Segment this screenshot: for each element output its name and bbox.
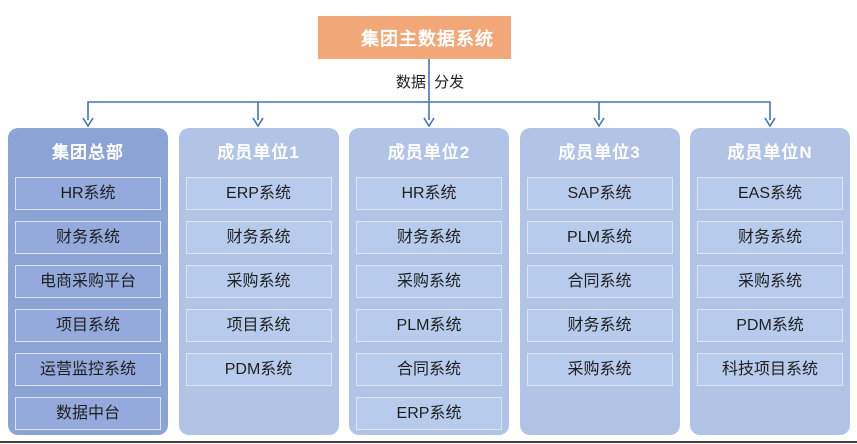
column-header: 集团总部 — [52, 143, 124, 162]
distribution-label: 数据 分发 — [395, 74, 465, 91]
system-item: 项目系统 — [185, 309, 332, 342]
system-item: 财务系统 — [15, 221, 161, 254]
system-item: PLM系统 — [356, 309, 502, 342]
system-item: 数据中台 — [15, 397, 161, 430]
system-item: HR系统 — [356, 177, 502, 210]
system-item: 财务系统 — [526, 309, 673, 342]
root-node-label: 集团主数据系统 — [361, 28, 494, 49]
system-item: 采购系统 — [526, 353, 673, 386]
system-item: 财务系统 — [697, 221, 843, 254]
system-item: EAS系统 — [697, 177, 843, 210]
system-item: ERP系统 — [185, 177, 332, 210]
system-item: 项目系统 — [15, 309, 161, 342]
system-item: 运营监控系统 — [15, 353, 161, 386]
system-item: SAP系统 — [526, 177, 673, 210]
system-item: 科技项目系统 — [697, 353, 843, 386]
column-header: 成员单位N — [727, 143, 813, 162]
system-item: 财务系统 — [356, 221, 502, 254]
column-header: 成员单位2 — [387, 143, 471, 162]
system-item: PDM系统 — [697, 309, 843, 342]
system-item: 采购系统 — [697, 265, 843, 298]
org-column-5: 成员单位N EAS系统财务系统采购系统 PDM系统科技项目系统 — [690, 128, 850, 435]
system-item: PDM系统 — [185, 353, 332, 386]
bottom-border-line — [0, 441, 857, 443]
system-item: 电商采购平台 — [15, 265, 161, 298]
system-list: ERP系统财务系统采购系统项目系统 PDM系统 — [179, 177, 339, 386]
system-list: HR系统财务系统电商采购平台项目系统运营监控系统数据中台 — [8, 177, 168, 430]
system-item: 合同系统 — [356, 353, 502, 386]
system-item: HR系统 — [15, 177, 161, 210]
column-header: 成员单位1 — [217, 143, 300, 162]
system-item: 财务系统 — [185, 221, 332, 254]
root-node: 集团主数据系统 — [318, 16, 511, 59]
system-item: ERP系统 — [356, 397, 502, 430]
org-column-1: 集团总部 HR系统财务系统电商采购平台项目系统运营监控系统数据中台 — [8, 128, 168, 435]
system-item: PLM系统 — [526, 221, 673, 254]
system-list: SAP系统 PLM系统合同系统财务系统采购系统 — [520, 177, 680, 386]
system-list: HR系统财务系统采购系统 PLM系统合同系统 ERP系统 — [349, 177, 509, 430]
system-list: EAS系统财务系统采购系统 PDM系统科技项目系统 — [690, 177, 850, 386]
system-item: 采购系统 — [185, 265, 332, 298]
system-item: 采购系统 — [356, 265, 502, 298]
system-item: 合同系统 — [526, 265, 673, 298]
column-header: 成员单位3 — [558, 143, 641, 162]
